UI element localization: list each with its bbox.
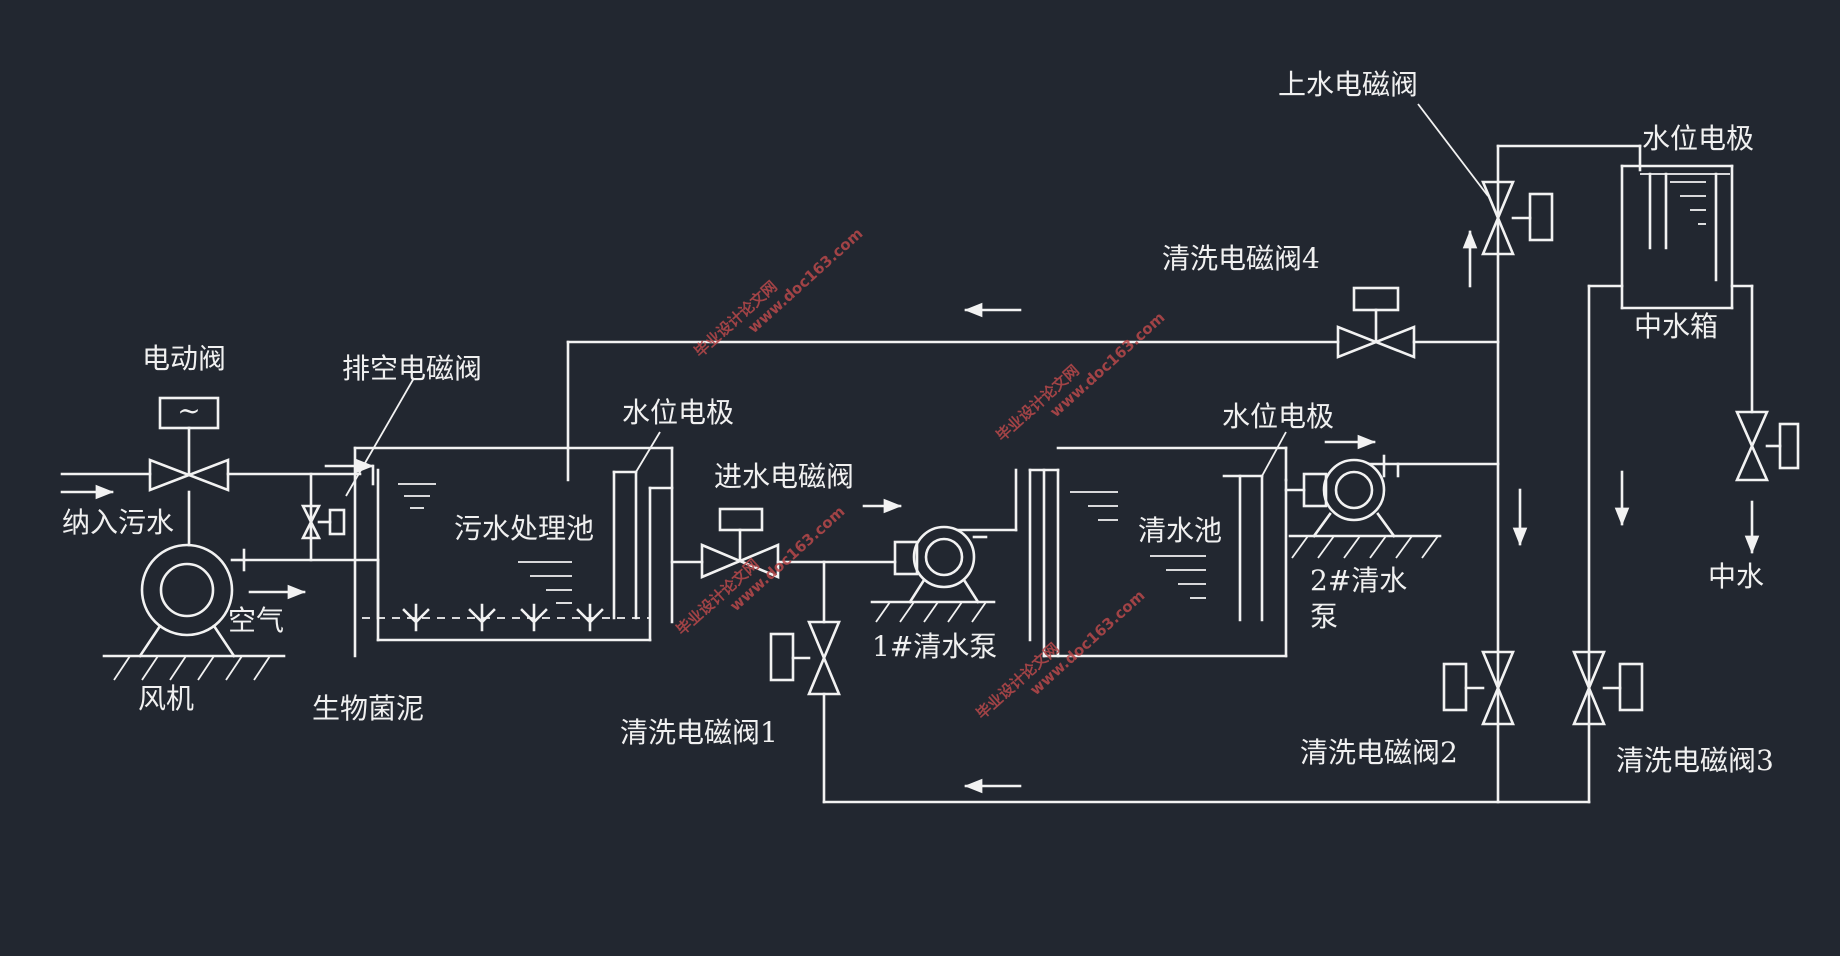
wash-valve-3	[1572, 650, 1644, 726]
pump-2	[1284, 434, 1500, 559]
wash-valve-1-label: 清洗电磁阀1	[620, 716, 778, 749]
sewage-pool	[324, 340, 674, 658]
level-electrode-3-label: 水位电极	[1642, 122, 1754, 155]
watermark-4: 毕业设计论文网 www.doc163.com	[973, 586, 1149, 723]
mid-water-outlet-valve	[1735, 410, 1800, 554]
inflow-sewage-label: 纳入污水	[62, 506, 174, 539]
inlet-pipe	[60, 472, 362, 547]
level-electrode-1-label: 水位电极	[622, 396, 734, 429]
blower-label: 风机	[138, 682, 194, 715]
clean-pool-label: 清水池	[1138, 514, 1222, 547]
inlet-solenoid-valve	[670, 498, 902, 579]
watermark-3: 毕业设计论文网 www.doc163.com	[673, 502, 849, 639]
inlet-valve-label: 进水电磁阀	[714, 460, 854, 493]
air-label: 空气	[228, 604, 284, 637]
watermark-1: 毕业设计论文网 www.doc163.com	[691, 224, 867, 361]
drain-valve-label: 排空电磁阀	[342, 352, 482, 385]
top-water-valve-label: 上水电磁阀	[1278, 68, 1418, 101]
svg-text:www.doc163.com: www.doc163.com	[1046, 308, 1168, 420]
watermark-2: 毕业设计论文网 www.doc163.com	[993, 308, 1169, 445]
pump-2-label-line2: 泵	[1310, 600, 1338, 633]
blower	[138, 543, 246, 658]
wash-valve-1	[769, 560, 841, 804]
drain-valve	[300, 377, 415, 562]
level-electrode-2-label: 水位电极	[1222, 400, 1334, 433]
wash-valve-2-label: 清洗电磁阀2	[1300, 736, 1458, 769]
top-water-valve	[1417, 103, 1554, 256]
mid-water-label: 中水	[1708, 560, 1764, 593]
wash-valve-3-label: 清洗电磁阀3	[1616, 744, 1774, 777]
pump-1	[870, 525, 1018, 623]
pump-2-label: 2#清水	[1310, 564, 1407, 597]
bio-sludge-label: 生物菌泥	[312, 692, 424, 725]
electric-valve: ~	[148, 394, 230, 492]
sewage-pool-label: 污水处理池	[454, 512, 594, 545]
clean-pool	[1014, 431, 1288, 658]
pump-1-label: 1#清水泵	[872, 630, 997, 663]
svg-text:www.doc163.com: www.doc163.com	[744, 224, 866, 336]
ground-hatch-blower	[102, 654, 286, 681]
mid-water-tank	[1587, 144, 1754, 804]
main-riser	[1462, 144, 1642, 804]
bottom-return-pipe	[822, 778, 1591, 804]
mid-water-tank-label: 中水箱	[1634, 310, 1718, 343]
wash-valve-2	[1442, 650, 1515, 726]
wash-valve-4-label: 清洗电磁阀4	[1162, 242, 1320, 275]
wash-pipe-4	[566, 286, 1500, 359]
tilde-symbol: ~	[177, 394, 200, 427]
electric-valve-label: 电动阀	[142, 342, 226, 375]
